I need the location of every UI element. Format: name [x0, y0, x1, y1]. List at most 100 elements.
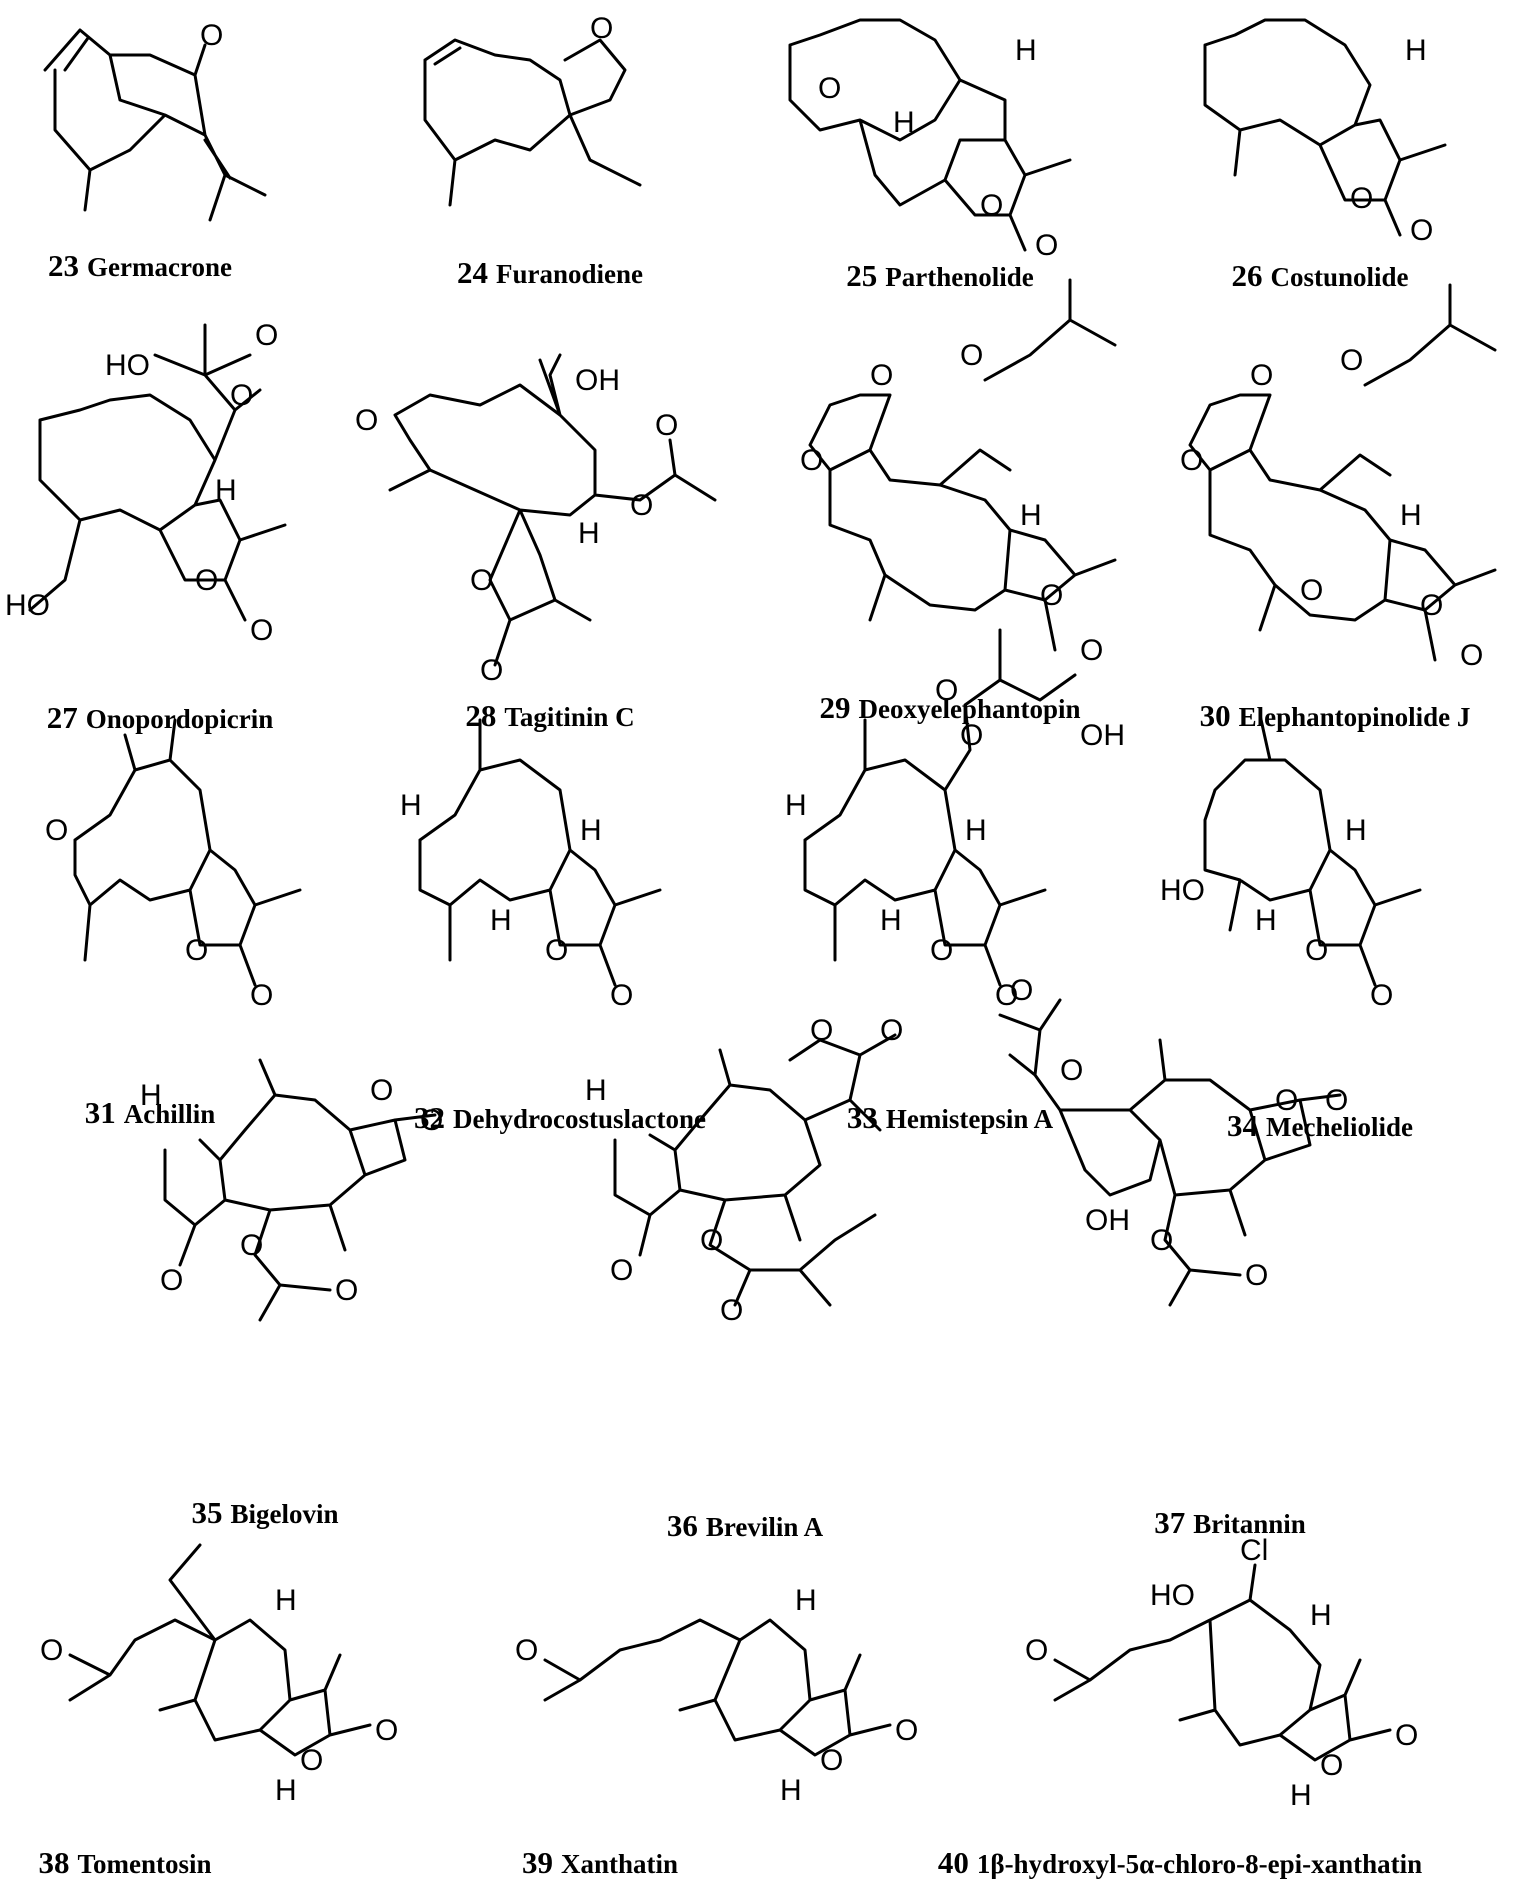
atom-label-o: O [1395, 1719, 1418, 1752]
atom-label-o: O [895, 1714, 918, 1747]
atom-label-h: H [1255, 904, 1277, 937]
atom-label-o: O [1250, 359, 1273, 392]
atom-label-o: O [1350, 182, 1373, 215]
atom-label-h: H [965, 814, 987, 847]
caption-name: 1β-hydroxyl-5α-chloro-8-epi-xanthatin [976, 1849, 1423, 1879]
atom-label-o: O [255, 319, 278, 352]
atom-label-o: O [610, 979, 633, 1012]
atom-label-o: O [1060, 1054, 1083, 1087]
caption-name: Britannin [1193, 1509, 1306, 1539]
atom-label-o: O [870, 359, 893, 392]
caption-name: Parthenolide [885, 262, 1034, 292]
caption-number: 30 [1199, 698, 1231, 733]
structure-35-bigelovin: H O O O O O [140, 1058, 443, 1322]
caption-number: 35 [191, 1495, 223, 1530]
atom-label-oh: OH [575, 364, 620, 397]
atom-label-oh: OH [1080, 719, 1125, 752]
atom-label-o: O [930, 934, 953, 967]
atom-label-o: O [820, 1744, 843, 1777]
structure-25-parthenolide: O O O H H [788, 18, 1072, 262]
caption-name: Elephantopinolide J [1238, 702, 1471, 732]
caption-number: 36 [666, 1508, 698, 1543]
atom-label-o: O [230, 379, 253, 412]
structure-27-onopordopicrin: HO O O HO O O H [5, 319, 287, 647]
caption-name: Achillin [123, 1099, 216, 1129]
structure-36-brevilin-a: H O O O O O [585, 1014, 903, 1327]
atom-label-h: H [785, 789, 807, 822]
atom-label-o: O [1035, 229, 1058, 262]
atom-label-h: H [1020, 499, 1042, 532]
caption-name: Tagitinin C [504, 702, 635, 732]
atom-label-o: O [200, 19, 223, 52]
caption-number: 25 [846, 258, 878, 293]
structure-34-mecheliolide: HO H H O O [1160, 713, 1422, 1012]
atom-label-o: O [250, 979, 273, 1012]
atom-label-o: O [1420, 589, 1443, 622]
atom-label-o: O [300, 1744, 323, 1777]
atom-label-o: O [480, 654, 503, 687]
caption-number: 37 [1154, 1505, 1186, 1540]
structure-39-xanthatin: O H H O O [515, 1584, 918, 1807]
atom-label-o: O [355, 404, 378, 437]
atom-label-o: O [800, 444, 823, 477]
caption-number: 32 [414, 1100, 445, 1135]
atom-label-h: H [1015, 34, 1037, 67]
atom-label-h: H [275, 1774, 297, 1807]
caption-name: Brevilin A [705, 1512, 824, 1542]
atom-label-o: O [1370, 979, 1393, 1012]
atom-label-oh: OH [1085, 1204, 1130, 1237]
caption-number: 33 [846, 1100, 878, 1135]
atom-label-o: O [995, 979, 1018, 1012]
atom-label-ho: HO [1160, 874, 1205, 907]
atom-label-h: H [1310, 1599, 1332, 1632]
caption-number: 34 [1227, 1108, 1259, 1143]
structure-31-achillin: O O O [45, 718, 302, 1012]
atom-label-o: O [1305, 934, 1328, 967]
caption-number: 26 [1231, 258, 1263, 293]
caption-number: 28 [465, 698, 497, 733]
caption-name: Xanthatin [560, 1849, 679, 1879]
caption-number: 40 [937, 1845, 969, 1880]
atom-label-o: O [420, 1104, 443, 1137]
atom-label-ho: HO [5, 589, 50, 622]
atom-label-o: O [335, 1274, 358, 1307]
structure-38-tomentosin: O H H O O [40, 1543, 398, 1807]
atom-label-o: O [880, 1014, 903, 1047]
atom-label-o: O [610, 1254, 633, 1287]
atom-label-h: H [490, 904, 512, 937]
structure-30-elephantopinolide-j: O O O O O O H [1180, 283, 1497, 672]
structure-37-britannin: O O OH O O O O [998, 974, 1348, 1307]
caption-number: 31 [84, 1095, 116, 1130]
atom-label-o: O [1340, 344, 1363, 377]
atom-label-h: H [1290, 1779, 1312, 1812]
atom-label-o: O [45, 814, 68, 847]
atom-label-h: H [578, 517, 600, 550]
caption-number: 39 [521, 1845, 553, 1880]
caption-name: Bigelovin [230, 1499, 339, 1529]
atom-label-o: O [720, 1294, 743, 1327]
atom-label-h: H [1400, 499, 1422, 532]
structure-29-deoxyelephantopin: O O O O O H [800, 278, 1117, 667]
structure-32-dehydrocostuslactone: H H H O O [400, 718, 662, 1012]
atom-label-o: O [655, 409, 678, 442]
atom-label-o: O [1010, 974, 1033, 1007]
atom-label-o: O [195, 564, 218, 597]
atom-label-o: O [818, 72, 841, 105]
atom-label-o: O [1325, 1084, 1348, 1117]
atom-label-ho: HO [105, 349, 150, 382]
atom-label-o: O [1245, 1259, 1268, 1292]
structure-28-tagitinin-c: O OH O O O O H [355, 353, 717, 687]
caption-number: 23 [48, 248, 80, 283]
atom-label-o: O [1040, 579, 1063, 612]
